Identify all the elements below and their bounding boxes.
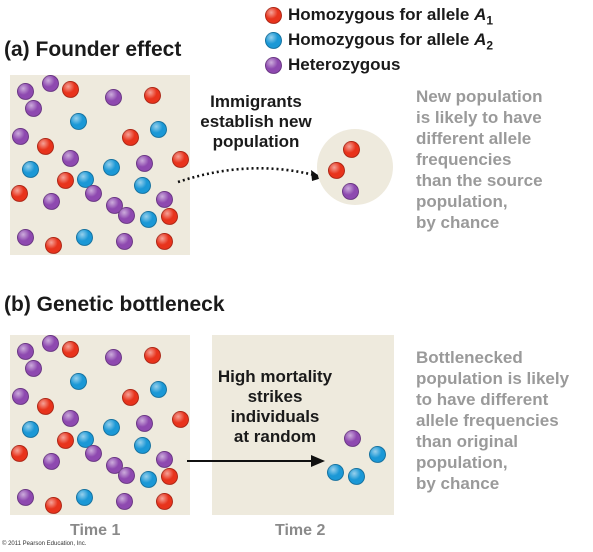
new-population-a <box>317 129 393 205</box>
panel-b-annotation: High mortality strikes individuals at ra… <box>217 367 333 446</box>
individual-purple-dot <box>12 128 29 145</box>
panel-a-title: (a) Founder effect <box>4 38 182 61</box>
panel-a-note: New population is likely to have differe… <box>416 87 543 232</box>
individual-red-dot <box>122 129 139 146</box>
individual-purple-dot <box>116 493 133 510</box>
individual-purple-dot <box>85 185 102 202</box>
individual-purple-dot <box>42 335 59 352</box>
individual-purple-dot <box>62 410 79 427</box>
individual-purple-dot <box>344 430 361 447</box>
individual-purple-dot <box>43 453 60 470</box>
individual-purple-dot <box>116 233 133 250</box>
individual-blue-dot <box>327 464 344 481</box>
individual-purple-dot <box>17 343 34 360</box>
copyright: © 2011 Pearson Education, Inc. <box>2 541 87 547</box>
legend-label-heterozygous: Heterozygous <box>288 55 401 74</box>
individual-red-dot <box>172 411 189 428</box>
individual-purple-dot <box>25 360 42 377</box>
individual-blue-dot <box>103 159 120 176</box>
individual-red-dot <box>144 87 161 104</box>
individual-blue-dot <box>76 489 93 506</box>
individual-red-dot <box>57 432 74 449</box>
individual-blue-dot <box>369 446 386 463</box>
individual-purple-dot <box>12 388 29 405</box>
individual-blue-dot <box>103 419 120 436</box>
individual-purple-dot <box>136 415 153 432</box>
individual-purple-dot <box>118 207 135 224</box>
legend-label-a2: Homozygous for allele A2 <box>288 30 494 53</box>
individual-blue-dot <box>22 161 39 178</box>
legend-label-a1: Homozygous for allele A1 <box>288 5 494 28</box>
individual-red-dot <box>343 141 360 158</box>
individual-red-dot <box>62 341 79 358</box>
individual-red-dot <box>161 468 178 485</box>
source-population-a <box>10 75 190 255</box>
individual-blue-dot <box>76 229 93 246</box>
legend-red-dot <box>265 7 282 24</box>
individual-purple-dot <box>25 100 42 117</box>
individual-purple-dot <box>118 467 135 484</box>
individual-purple-dot <box>106 457 123 474</box>
individual-blue-dot <box>70 113 87 130</box>
time-1-label: Time 1 <box>70 522 121 539</box>
individual-blue-dot <box>140 211 157 228</box>
individual-purple-dot <box>106 197 123 214</box>
individual-red-dot <box>156 233 173 250</box>
individual-purple-dot <box>17 83 34 100</box>
time-2-label: Time 2 <box>275 522 326 539</box>
individual-red-dot <box>45 237 62 254</box>
panel-b-title: (b) Genetic bottleneck <box>4 293 225 316</box>
individual-purple-dot <box>17 229 34 246</box>
individual-purple-dot <box>156 451 173 468</box>
individual-blue-dot <box>140 471 157 488</box>
individual-red-dot <box>161 208 178 225</box>
individual-purple-dot <box>43 193 60 210</box>
individual-purple-dot <box>136 155 153 172</box>
individual-blue-dot <box>348 468 365 485</box>
individual-blue-dot <box>22 421 39 438</box>
panel-a-annotation: Immigrants establish new population <box>200 92 312 151</box>
individual-blue-dot <box>150 121 167 138</box>
individual-red-dot <box>57 172 74 189</box>
individual-purple-dot <box>62 150 79 167</box>
individual-purple-dot <box>156 191 173 208</box>
individual-purple-dot <box>105 349 122 366</box>
individual-red-dot <box>37 398 54 415</box>
original-population-b <box>10 335 190 515</box>
individual-red-dot <box>62 81 79 98</box>
individual-red-dot <box>156 493 173 510</box>
individual-red-dot <box>11 445 28 462</box>
individual-red-dot <box>37 138 54 155</box>
individual-red-dot <box>328 162 345 179</box>
surviving-population-b <box>212 335 394 515</box>
individual-purple-dot <box>105 89 122 106</box>
individual-purple-dot <box>17 489 34 506</box>
individual-red-dot <box>172 151 189 168</box>
panel-b-note: Bottlenecked population is likely to hav… <box>416 348 570 493</box>
individual-blue-dot <box>77 431 94 448</box>
individual-blue-dot <box>150 381 167 398</box>
legend-blue-dot <box>265 32 282 49</box>
individual-blue-dot <box>134 437 151 454</box>
immigration-arrow <box>177 167 322 184</box>
individual-blue-dot <box>70 373 87 390</box>
individual-purple-dot <box>342 183 359 200</box>
mortality-arrow <box>187 455 325 467</box>
individual-blue-dot <box>77 171 94 188</box>
individual-red-dot <box>122 389 139 406</box>
individual-blue-dot <box>134 177 151 194</box>
legend-purple-dot <box>265 57 282 74</box>
individual-red-dot <box>11 185 28 202</box>
individual-red-dot <box>45 497 62 514</box>
individual-red-dot <box>144 347 161 364</box>
individual-purple-dot <box>85 445 102 462</box>
individual-purple-dot <box>42 75 59 92</box>
